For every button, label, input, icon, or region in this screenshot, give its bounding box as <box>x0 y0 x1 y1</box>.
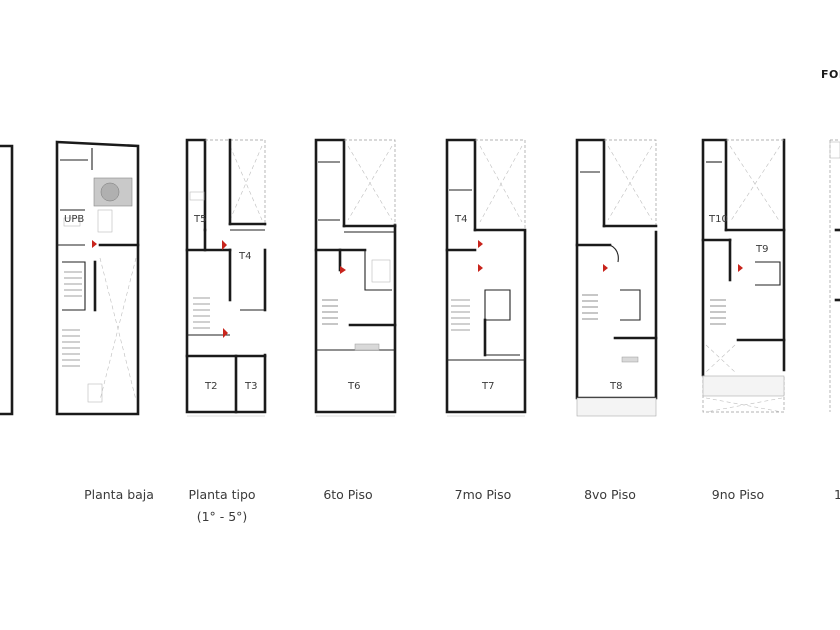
corner-title: FON <box>821 68 840 81</box>
caption-7mo-piso: 7mo Piso <box>454 487 512 502</box>
unit-label: T6 <box>347 381 360 392</box>
caption-9no-piso: 9no Piso <box>711 487 765 502</box>
unit-label: T4 <box>454 214 467 225</box>
unit-label: T8 <box>609 381 622 392</box>
plan-6to-piso: T6 <box>314 138 397 417</box>
plan-edge-left <box>0 144 14 416</box>
unit-label: T10 <box>708 214 728 225</box>
caption-edge-right: 1 <box>834 487 840 502</box>
plan-7mo-piso: T4 T7 <box>445 138 527 417</box>
unit-label: T2 <box>204 381 217 392</box>
plan-planta-baja: UPB <box>55 140 140 416</box>
caption-planta-tipo: Planta tipo (1° - 5°) <box>188 487 256 524</box>
unit-label: T3 <box>244 381 257 392</box>
unit-label: T5 <box>193 214 206 225</box>
caption-planta-baja: Planta baja <box>84 487 154 502</box>
caption-6to-piso: 6to Piso <box>323 487 373 502</box>
caption-8vo-piso: 8vo Piso <box>584 487 636 502</box>
plan-planta-tipo: T5 T4 T2 T3 <box>185 138 267 417</box>
plan-edge-right <box>829 139 840 412</box>
plan-8vo-piso: T8 <box>575 138 658 417</box>
plan-9no-piso: T10 T9 <box>701 138 786 413</box>
unit-label: T7 <box>481 381 494 392</box>
unit-label: T9 <box>755 244 768 255</box>
unit-label: UPB <box>64 214 84 225</box>
unit-label: T4 <box>238 251 251 262</box>
